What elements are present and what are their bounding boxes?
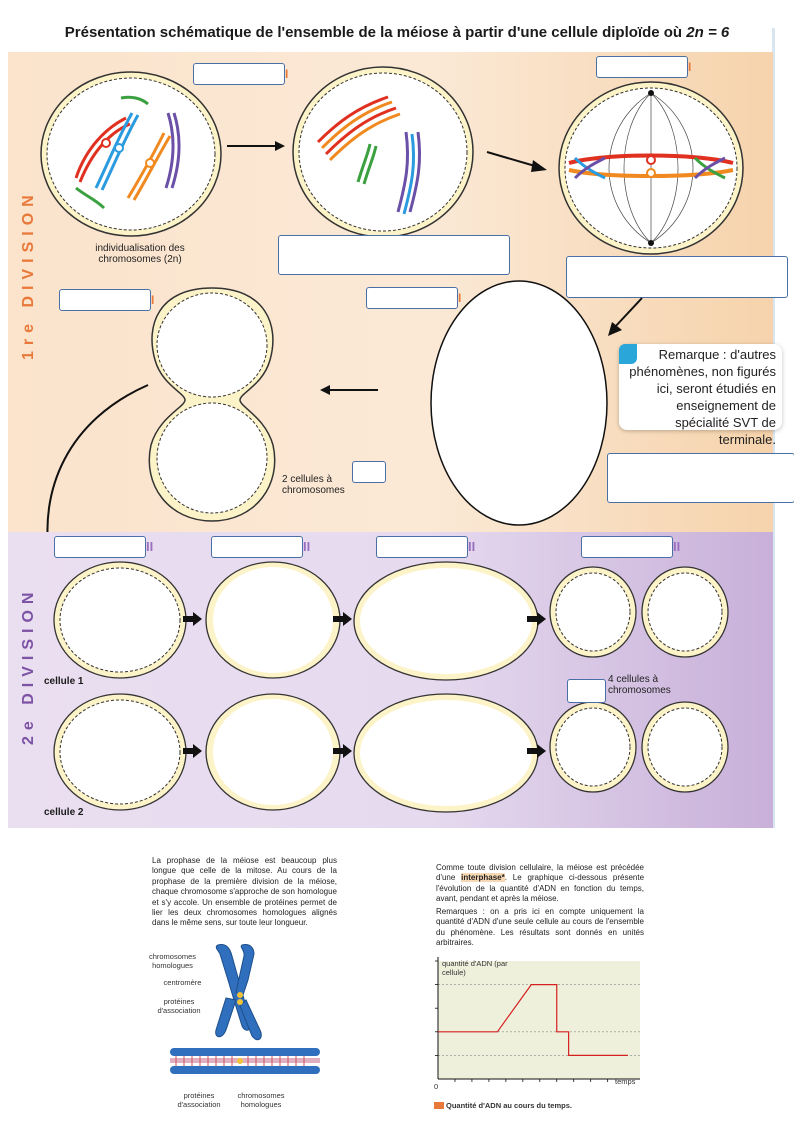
metaphase-cell — [558, 81, 744, 255]
answer-blank-3[interactable] — [607, 453, 794, 503]
cell-1-prophase-ii — [53, 561, 187, 679]
legend-label: Quantité d'ADN au cours du temps. — [446, 1101, 572, 1110]
roman-numeral: I — [458, 291, 462, 305]
remarks-text: Remarques : on a pris ici en compte uniq… — [436, 907, 644, 948]
label-centromere: centromère — [163, 978, 202, 987]
chart-plot-area — [438, 961, 640, 1079]
arrow-right — [486, 151, 547, 172]
cell-1-anaphase-ii — [353, 561, 539, 681]
stage-name-blank-5[interactable] — [54, 536, 146, 558]
stage-name-blank-7[interactable] — [376, 536, 468, 558]
interphase-term[interactable]: interphase* — [461, 873, 505, 883]
prophase-pairing-cell — [292, 66, 474, 238]
answer-blank-1[interactable] — [278, 235, 510, 275]
arrow-right — [333, 744, 352, 758]
stage-name-blank-8[interactable] — [581, 536, 673, 558]
remark-text: Remarque : d'autres phénomènes, non figu… — [629, 347, 776, 447]
arrow-right — [227, 141, 285, 151]
cell-2-metaphase-ii — [205, 693, 341, 811]
four-cells-caption: 4 cellules à chromosomes — [608, 674, 671, 696]
arrow-right — [183, 744, 202, 758]
label-proteines-bottom: protéines d'association — [177, 1091, 221, 1109]
label-proteines-top: protéines d'association — [157, 997, 201, 1015]
interphase-explanation: Comme toute division cellulaire, la méio… — [436, 863, 645, 904]
cell-2-label: cellule 2 — [44, 807, 84, 818]
origin-label: 0 — [434, 1082, 439, 1091]
roman-numeral: I — [151, 293, 155, 307]
stage-name-blank-2[interactable] — [596, 56, 688, 78]
dna-chart — [435, 957, 640, 1082]
dna-series-line — [438, 984, 628, 1057]
roman-numeral: II — [468, 539, 476, 554]
cell-2-daughter-a — [549, 701, 637, 793]
remark-box — [619, 344, 782, 430]
cell-1-daughter-b — [641, 566, 729, 658]
chart-ticks — [435, 960, 609, 1082]
roman-numeral: I — [688, 60, 692, 74]
stage-name-blank-6[interactable] — [211, 536, 303, 558]
stage-name-blank-4[interactable] — [59, 289, 151, 311]
stage-name-blank-3[interactable] — [366, 287, 458, 309]
arrow-right — [527, 744, 546, 758]
arrow-right — [183, 612, 202, 626]
arrow-right — [527, 612, 546, 626]
arrow-down-left — [608, 297, 643, 336]
anaphase-drawing-area[interactable] — [428, 278, 610, 528]
homologous-chromosomes-figure — [170, 944, 320, 1074]
arrow-left — [320, 385, 378, 395]
remark-tab — [619, 344, 637, 364]
cell-2-prophase-ii — [53, 693, 187, 811]
legend-swatch — [434, 1102, 444, 1109]
prophase-cell — [40, 71, 222, 237]
prophase-caption: individualisation des chromosomes (2n) — [95, 243, 185, 265]
two-cells-caption: 2 cellules à chromosomes — [282, 474, 345, 496]
x-axis-label: temps — [615, 1077, 636, 1086]
telophase-cell — [148, 287, 276, 522]
roman-numeral: II — [303, 539, 311, 554]
prophase-explanation: La prophase de la méiose est beaucoup pl… — [152, 856, 337, 928]
division-2-label: 2e DIVISION — [20, 586, 37, 745]
cell-2-anaphase-ii — [353, 693, 539, 813]
cell-2-daughter-b — [641, 701, 729, 793]
roman-numeral: I — [285, 67, 289, 81]
roman-numeral: II — [673, 539, 681, 554]
label-homologues-top: chromosomes homologues — [148, 952, 197, 970]
arrow-right — [333, 612, 352, 626]
page-title: Présentation schématique de l'ensemble d… — [64, 24, 730, 41]
chromosome-count-blank-1[interactable] — [352, 461, 386, 483]
cell-1-daughter-a — [549, 566, 637, 658]
roman-numeral: II — [146, 539, 154, 554]
answer-blank-2[interactable] — [566, 256, 788, 298]
cell-1-label: cellule 1 — [44, 676, 84, 687]
label-homologues-bottom: chromosomes homologues — [237, 1091, 285, 1109]
stage-name-blank-1[interactable] — [193, 63, 285, 85]
chromosome-count-blank-2[interactable] — [567, 679, 606, 703]
cell-1-metaphase-ii — [205, 561, 341, 679]
y-axis-label: quantité d'ADN (par cellule) — [442, 959, 508, 977]
